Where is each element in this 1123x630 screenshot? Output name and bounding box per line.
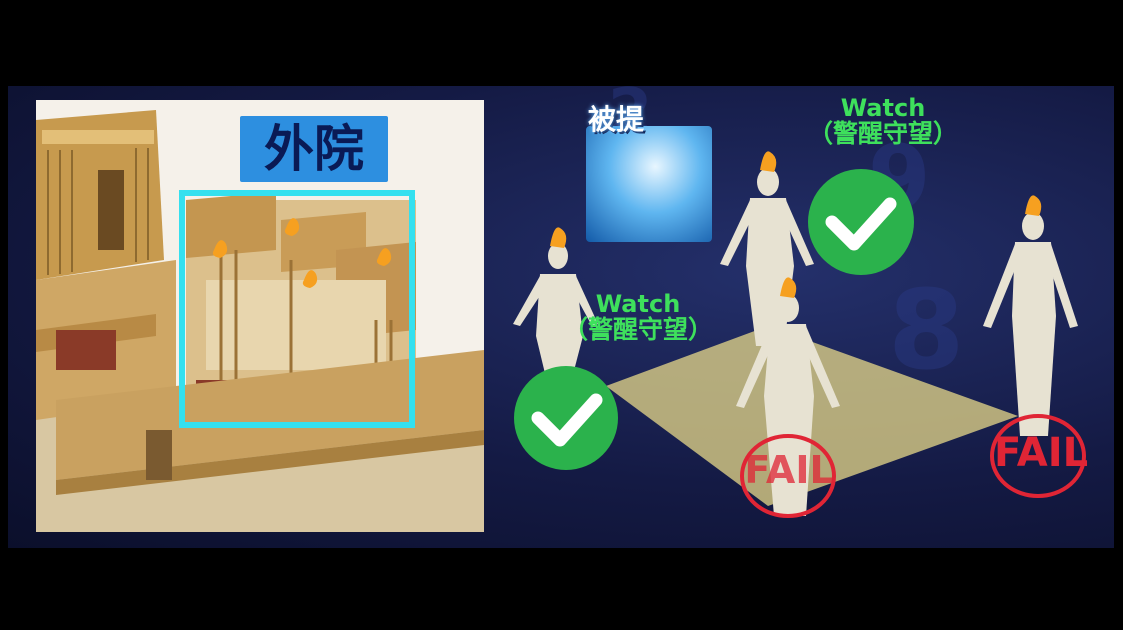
- rapture-image: [586, 126, 712, 242]
- watch-label-left: Watch （警醒守望）: [548, 290, 728, 345]
- outer-court-title: 外院: [240, 116, 388, 182]
- fail-stamp-right: FAIL: [994, 430, 1089, 476]
- watch-label-en: Watch: [840, 94, 926, 122]
- watch-label-top: Watch （警醒守望）: [793, 94, 973, 149]
- rapture-title: 被提: [588, 103, 645, 136]
- temple-drawing: [36, 100, 484, 532]
- background-decoration: 8: [888, 266, 965, 394]
- inner-court-highlight: [179, 190, 415, 428]
- watch-label-zh: （警醒守望）: [562, 315, 713, 345]
- watch-label-en: Watch: [595, 290, 681, 318]
- temple-illustration: 外院: [36, 100, 484, 532]
- fail-stamp-center: FAIL: [744, 448, 834, 492]
- scene-drawing: [513, 151, 1086, 518]
- slide: 2 9 8: [8, 86, 1114, 548]
- watch-label-zh: （警醒守望）: [807, 119, 958, 149]
